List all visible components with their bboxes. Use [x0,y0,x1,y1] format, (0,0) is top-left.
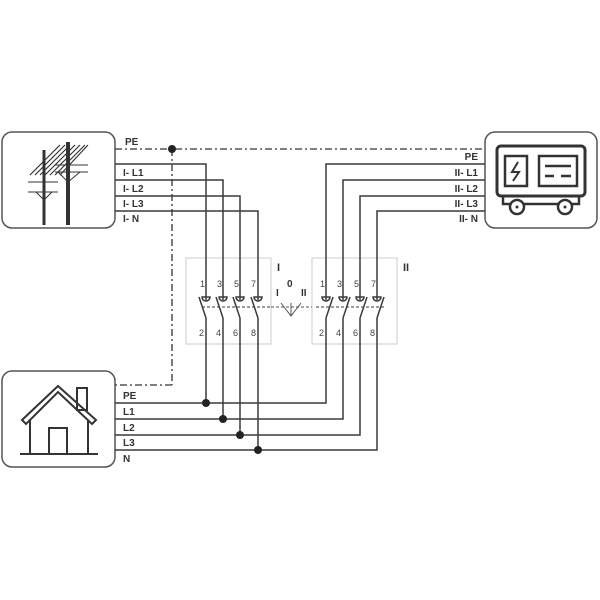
grid-feed-lines [115,163,259,300]
grid-label-l3: I- L3 [123,199,144,210]
grid-label-l2: I- L2 [123,184,144,195]
load-label-l1: L1 [123,407,135,418]
sw2-term-1: 1 [320,279,325,289]
pe-junction [168,145,176,153]
load-label-n: N [123,454,130,465]
sw1-term-2: 2 [199,328,204,338]
gen-label-l1: II- L1 [455,168,479,179]
selector-I: I [276,288,279,299]
sw2-term-7: 7 [371,279,376,289]
sw2-term-6: 6 [353,328,358,338]
sw2-term-4: 4 [336,328,341,338]
selector-II: II [301,288,307,299]
gen-label-l2: II- L2 [455,184,479,195]
sw1-term-1: 1 [200,279,205,289]
gen-label-pe: PE [465,152,479,163]
sw1-term-7: 7 [251,279,256,289]
switch-II-title: II [403,262,409,274]
load-junctions [202,399,262,454]
switch-II-box [311,257,398,345]
generator-source [484,131,598,229]
gen-label-l3: II- L3 [455,199,479,210]
load-label-l2: L2 [123,423,135,434]
grid-source [1,131,116,229]
sw1-term-5: 5 [234,279,239,289]
sw2-term-5: 5 [354,279,359,289]
grid-label-n: I- N [123,214,139,225]
load-label-pe: PE [123,391,137,402]
sw2-term-2: 2 [319,328,324,338]
gen-label-n: II- N [459,214,478,225]
grid-label-pe: PE [125,137,139,148]
sw1-term-3: 3 [217,279,222,289]
switch-I-box [185,257,272,345]
switch-I-title: I [277,262,280,274]
selector-mechanism [271,302,312,317]
sw1-term-6: 6 [233,328,238,338]
selector-0: 0 [287,279,293,290]
switch-I-contacts [198,296,270,450]
pe-line [115,148,485,386]
load-label-l3: L3 [123,438,135,449]
grid-label-l1: I- L1 [123,168,144,179]
switch-II-contacts [115,296,385,451]
sw2-term-3: 3 [337,279,342,289]
sw1-term-4: 4 [216,328,221,338]
generator-icon [495,144,587,216]
house-icon [20,384,98,455]
sw2-term-8: 8 [370,328,375,338]
power-pole-icon [28,142,89,225]
generator-feed-lines [325,163,485,300]
sw1-term-8: 8 [251,328,256,338]
house-load [1,370,116,468]
